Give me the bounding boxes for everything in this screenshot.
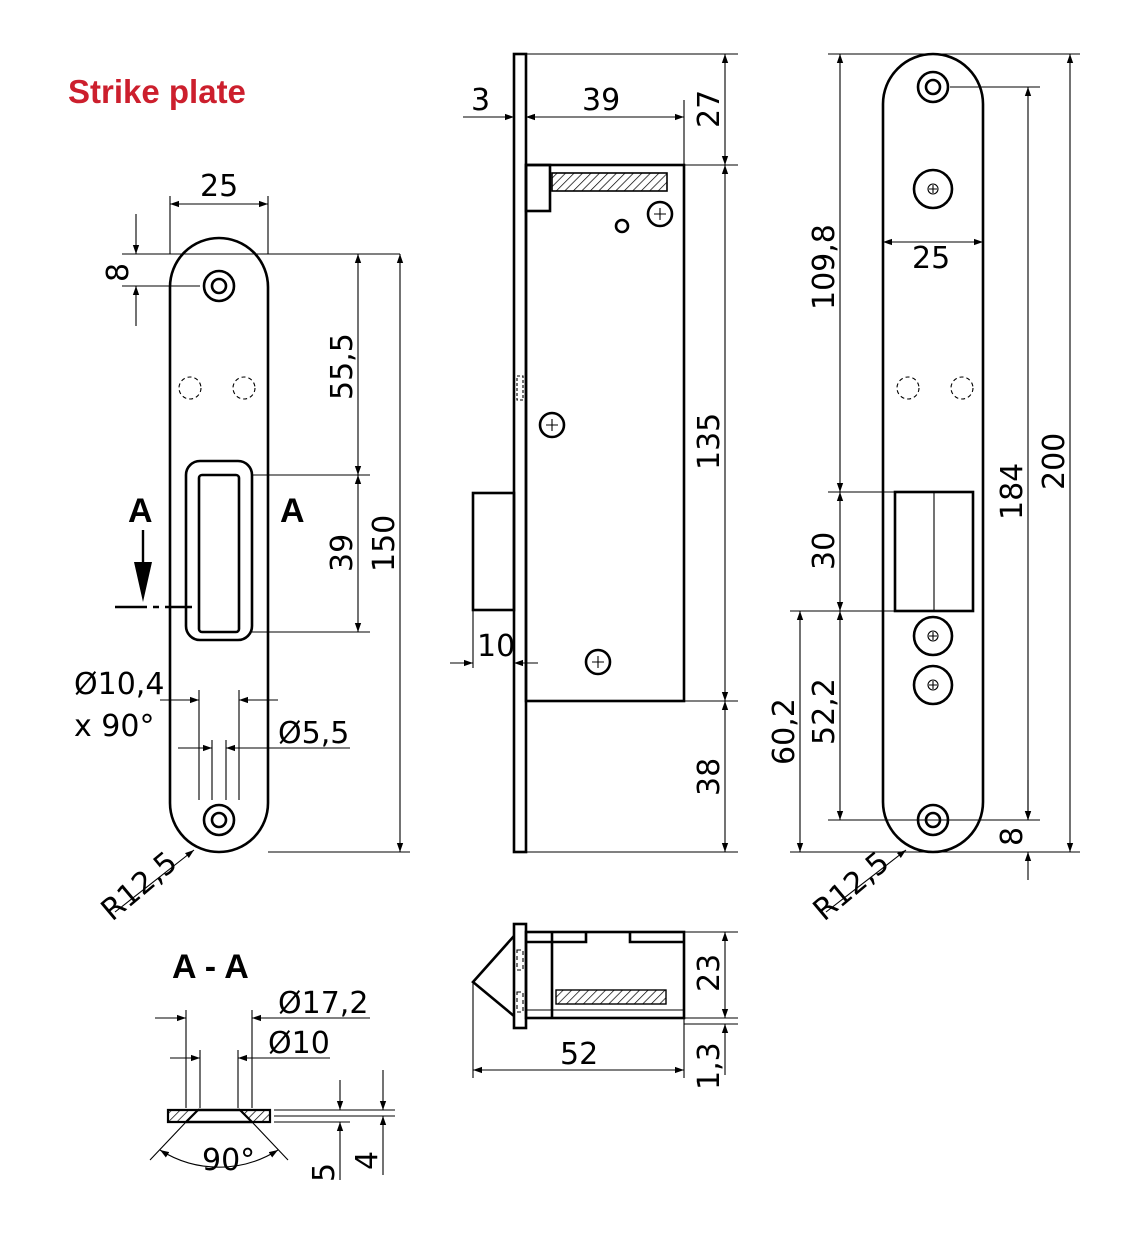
bolt-block: [524, 163, 552, 213]
dim-strike-width: 25: [200, 169, 238, 204]
dim-section-inner: Ø10: [268, 1026, 330, 1061]
section-label-left: A: [128, 492, 153, 530]
dim-section-height-2: 4: [350, 1151, 385, 1170]
dim-radius: R12,5: [95, 845, 185, 928]
dim-bottom-thickness: 1,3: [692, 1042, 727, 1090]
dim-total-height: 150: [367, 515, 402, 572]
dim-faceplate-latch: 30: [807, 532, 842, 570]
lock-side-view: 3 39 27 135 38 10: [450, 52, 738, 854]
dim-faceplate-width: 25: [912, 241, 950, 276]
top-countersink: [202, 269, 236, 303]
dim-section-height-1: 5: [307, 1163, 342, 1182]
strike-opening-outer: [184, 459, 254, 642]
dim-depth: 39: [582, 83, 620, 118]
screw-icon: [912, 664, 954, 706]
dim-section-angle: 90°: [202, 1143, 255, 1178]
screw-icon: [912, 168, 954, 210]
forend-plate: [512, 52, 528, 854]
screw-icon: [646, 200, 674, 228]
dim-faceplate-bottom: 8: [995, 827, 1030, 846]
dim-latch: 10: [477, 629, 515, 664]
bottom-teeth: [555, 989, 667, 1005]
section-a-a: A - A Ø17,2 Ø10 90° 5 4: [149, 948, 395, 1182]
dim-bottom-height: 23: [692, 954, 727, 992]
top-hole: [210, 277, 228, 295]
faceplate-top-hole: [924, 78, 942, 96]
screw-icon: [584, 648, 612, 676]
dim-faceplate-holes: 184: [995, 463, 1030, 520]
lock-body: [524, 163, 686, 703]
dim-plate-thickness: 3: [471, 83, 490, 118]
hidden-hole-left: [178, 376, 202, 400]
section-label-right: A: [280, 492, 305, 530]
dim-faceplate-lower-total: 60,2: [767, 698, 802, 765]
dim-body-height: 135: [692, 413, 727, 470]
strike-opening-inner: [197, 473, 241, 634]
strike-plate-front-view: A A 25 8 55,5 39 150 Ø10,4 x 90°: [74, 169, 410, 928]
bottom-hole: [210, 811, 228, 829]
title: Strike plate: [68, 73, 246, 110]
dim-section-outer: Ø17,2: [278, 986, 368, 1021]
dim-faceplate-upper: 109,8: [807, 224, 842, 310]
strike-plate-outline: [168, 236, 270, 854]
dim-countersink-angle: x 90°: [74, 709, 154, 744]
dim-faceplate-total: 200: [1037, 433, 1072, 490]
faceplate-outline: [881, 52, 985, 854]
hidden-hole-right: [232, 376, 256, 400]
faceplate-top-countersink: [916, 70, 950, 104]
dim-faceplate-radius: R12,5: [807, 845, 897, 928]
dim-hole: Ø5,5: [278, 716, 349, 751]
bolt-teeth: [551, 172, 668, 192]
dim-opening: 39: [325, 534, 360, 572]
dim-top: 27: [692, 90, 727, 128]
dim-faceplate-lower: 52,2: [807, 678, 842, 745]
dim-bottom: 38: [692, 758, 727, 796]
screw-icon: [912, 615, 954, 657]
bottom-countersink: [202, 803, 236, 837]
section-title: A - A: [172, 948, 249, 986]
dim-top-offset: 8: [101, 263, 136, 282]
dim-upper: 55,5: [325, 333, 360, 400]
section-arrow-head: [134, 562, 152, 602]
dim-bottom-width: 52: [560, 1037, 598, 1072]
dim-countersink: Ø10,4: [74, 667, 164, 702]
latch-bolt: [471, 491, 516, 612]
screw-icon: [538, 411, 566, 439]
faceplate-front-view: 25 109,8 30 52,2 60,2 184 200 8 R12,5: [767, 52, 1080, 928]
lock-bottom-view: 52 23 1,3: [471, 922, 738, 1090]
